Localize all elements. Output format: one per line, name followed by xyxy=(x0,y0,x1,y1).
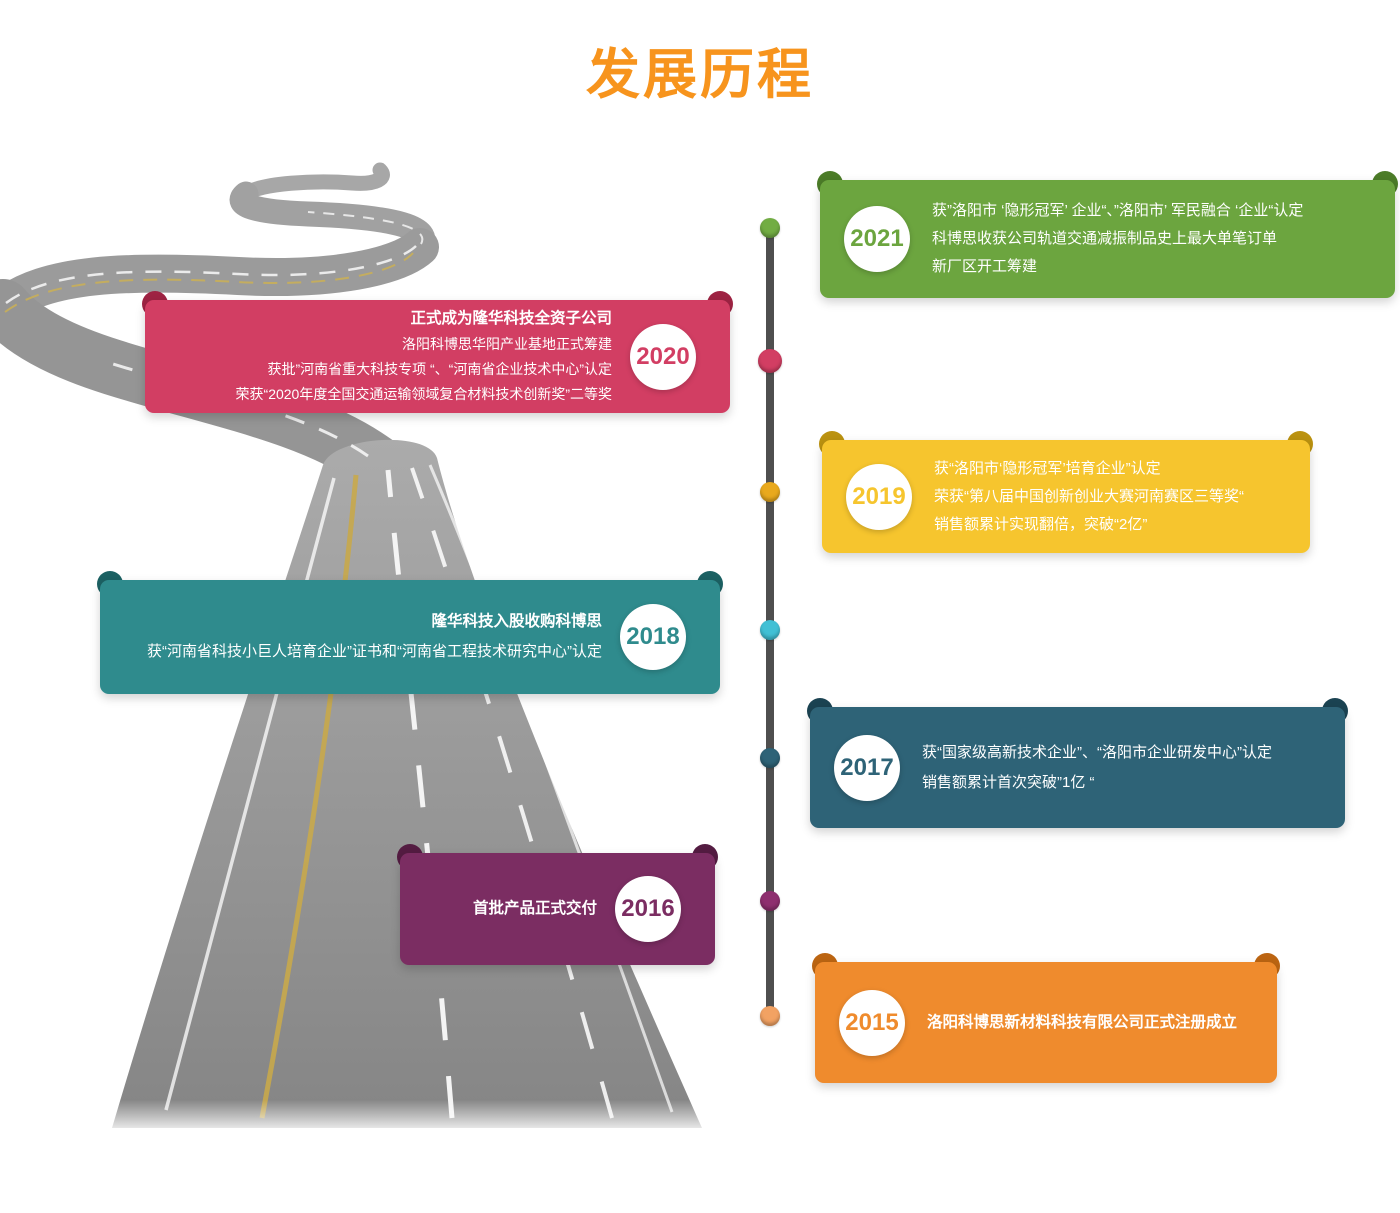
milestone-card-2020: 2020 正式成为隆华科技全资子公司 洛阳科博思华阳产业基地正式筹建 获批”河南… xyxy=(142,291,733,413)
milestone-text: 隆华科技入股收购科博思 xyxy=(431,613,602,630)
milestone-card-2017: 2017 获“国家级高新技术企业”、“洛阳市企业研发中心”认定 销售额累计首次突… xyxy=(807,698,1348,828)
milestone-text: 科博思收获公司轨道交通减振制品史上最大单笔订单 xyxy=(932,230,1278,247)
year-label: 2021 xyxy=(850,225,904,252)
milestone-text: 销售额累计首次突破”1亿 “ xyxy=(922,773,1095,791)
milestone-text: 获“国家级高新技术企业”、“洛阳市企业研发中心”认定 xyxy=(922,743,1272,761)
milestone-text: 荣获“第八届中国创新创业大赛河南赛区三等奖“ xyxy=(934,487,1244,505)
year-label: 2019 xyxy=(852,482,906,510)
milestone-text: 获“洛阳市‘隐形冠军’培育企业”认定 xyxy=(934,459,1161,477)
year-label: 2017 xyxy=(840,753,894,781)
timeline-dot-2015 xyxy=(760,1006,780,1026)
milestone-text: 获”洛阳市 ‘隐形冠军’ 企业“、”洛阳市’ 军民融合 ‘企业“认定 xyxy=(932,202,1304,219)
page-title: 发展历程 xyxy=(586,45,814,105)
milestone-text: 洛阳科博思新材料科技有限公司正式注册成立 xyxy=(927,1013,1238,1031)
year-badge-2016: 2016 xyxy=(615,876,681,942)
milestone-text: 获“河南省科技小巨人培育企业”证书和“河南省工程技术研究中心”认定 xyxy=(147,643,602,660)
year-badge-2017: 2017 xyxy=(834,734,900,801)
year-label: 2020 xyxy=(636,342,690,370)
year-badge-2019: 2019 xyxy=(846,463,912,530)
milestone-card-2019: 2019 获“洛阳市‘隐形冠军’培育企业”认定 荣获“第八届中国创新创业大赛河南… xyxy=(819,431,1313,553)
timeline-dot-2016 xyxy=(760,891,780,911)
timeline-dot-2020 xyxy=(758,349,782,373)
timeline-dot-2021 xyxy=(760,218,780,238)
milestone-card-2018: 2018 隆华科技入股收购科博思 获“河南省科技小巨人培育企业”证书和“河南省工… xyxy=(97,571,723,694)
milestone-card-2015: 2015 洛阳科博思新材料科技有限公司正式注册成立 xyxy=(812,953,1280,1083)
milestone-text: 洛阳科博思华阳产业基地正式筹建 xyxy=(402,336,612,352)
milestone-text: 新厂区开工筹建 xyxy=(932,258,1038,275)
milestone-text: 获批”河南省重大科技专项 “、“河南省企业技术中心”认定 xyxy=(267,361,612,377)
timeline-dot-2017 xyxy=(760,748,780,768)
milestone-card-2021: 2021 获”洛阳市 ‘隐形冠军’ 企业“、”洛阳市’ 军民融合 ‘企业“认定 … xyxy=(817,171,1398,298)
year-badge-2021: 2021 xyxy=(844,206,910,272)
year-label: 2015 xyxy=(845,1008,899,1036)
milestone-text: 荣获“2020年度全国交通运输领域复合材料技术创新奖”二等奖 xyxy=(235,386,612,402)
milestone-text: 首批产品正式交付 xyxy=(472,900,597,917)
milestone-text: 正式成为隆华科技全资子公司 xyxy=(410,310,612,327)
milestone-card-2016: 2016 首批产品正式交付 xyxy=(397,844,718,965)
milestone-text: 销售额累计实现翻倍，突破“2亿” xyxy=(934,515,1148,533)
timeline-dot-2018 xyxy=(760,620,780,640)
year-label: 2016 xyxy=(621,895,675,922)
year-badge-2020: 2020 xyxy=(630,323,696,390)
year-badge-2018: 2018 xyxy=(620,604,686,670)
timeline-dot-2019 xyxy=(760,482,780,502)
year-badge-2015: 2015 xyxy=(839,989,905,1056)
year-label: 2018 xyxy=(626,623,680,650)
